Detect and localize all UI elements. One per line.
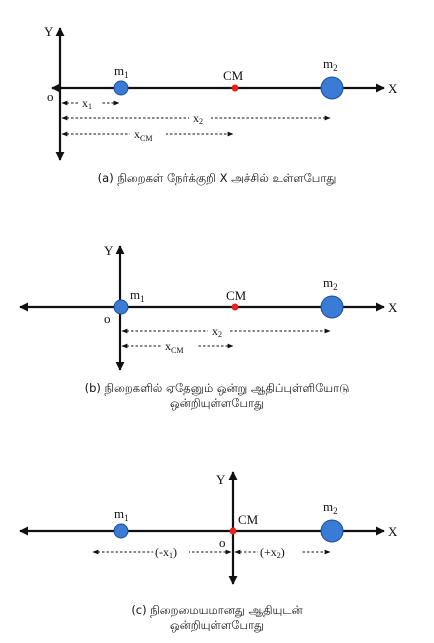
panel-b: Y X o m1 m2 CM x2 xCM <box>19 243 398 371</box>
cm-label: CM <box>223 68 244 83</box>
caption-panel-b: (b) நிறைகளில் ஏதேனும் ஒன்று ஆதிப்புள்ளிய… <box>0 381 434 411</box>
mass-m1 <box>113 80 129 96</box>
dimension-neg-x1-label: (-x1) <box>155 545 177 560</box>
mass-m2-label: m2 <box>323 275 338 292</box>
cm-label: CM <box>226 288 247 303</box>
x-axis-label: X <box>388 81 398 96</box>
x-axis-label: X <box>388 524 398 539</box>
center-of-mass-point <box>229 527 237 535</box>
y-axis-label: Y <box>216 472 226 487</box>
caption-line: ஒன்றியுள்ளபோது <box>170 618 264 632</box>
mass-m1-label: m1 <box>114 63 129 80</box>
cm-label: CM <box>238 512 259 527</box>
dim-bg <box>189 111 211 125</box>
origin-label: o <box>104 311 111 326</box>
x-axis-label: X <box>388 300 398 315</box>
caption-line: ஒன்றியுள்ளபோது <box>170 396 264 410</box>
caption-panel-a: (a) நிறைகள் நேர்க்குறி X அச்சில் உள்ளபோத… <box>0 171 434 186</box>
dimension-x2-label: x2 <box>193 111 203 126</box>
origin-label: o <box>219 535 226 550</box>
mass-m1 <box>113 299 129 315</box>
dim-bg <box>258 545 302 560</box>
center-of-mass-point <box>231 84 239 92</box>
dimension-xcm-label: xCM <box>134 127 152 143</box>
dim-bg <box>78 96 102 110</box>
dimension-x1-label: x1 <box>82 96 92 111</box>
dim-bg <box>130 127 166 142</box>
y-axis-label: Y <box>44 24 54 39</box>
origin-label: o <box>47 89 54 104</box>
dim-bg <box>208 324 230 338</box>
mass-m2-label: m2 <box>323 56 338 73</box>
caption-line: (b) நிறைகளில் ஏதேனும் ஒன்று ஆதிப்புள்ளிய… <box>84 381 350 395</box>
dimension-pos-x2-label: (+x2) <box>260 545 285 560</box>
mass-m1-label: m1 <box>130 287 145 304</box>
center-of-mass-point <box>231 303 239 311</box>
panel-c: Y X o m1 m2 CM (-x1) (+x2) <box>19 471 398 585</box>
mass-m2-label: m2 <box>323 499 338 516</box>
dim-bg <box>153 545 189 560</box>
mass-m2 <box>320 295 344 319</box>
dim-bg <box>161 339 197 354</box>
mass-m2 <box>320 519 344 543</box>
panel-a: Y X o m1 m2 CM x1 x2 xCM <box>44 24 398 161</box>
y-axis-label: Y <box>104 243 114 258</box>
mass-m1-label: m1 <box>114 506 129 523</box>
caption-panel-c: (c) நிறைமையமானது ஆதியுடன் ஒன்றியுள்ளபோது <box>0 603 434 633</box>
caption-line: (a) நிறைகள் நேர்க்குறி X அச்சில் உள்ளபோத… <box>97 171 337 185</box>
dimension-xcm-label: xCM <box>165 339 183 355</box>
mass-m1 <box>113 523 129 539</box>
mass-m2 <box>320 76 344 100</box>
caption-line: (c) நிறைமையமானது ஆதியுடன் <box>131 603 303 617</box>
dimension-x2-label: x2 <box>212 324 222 339</box>
